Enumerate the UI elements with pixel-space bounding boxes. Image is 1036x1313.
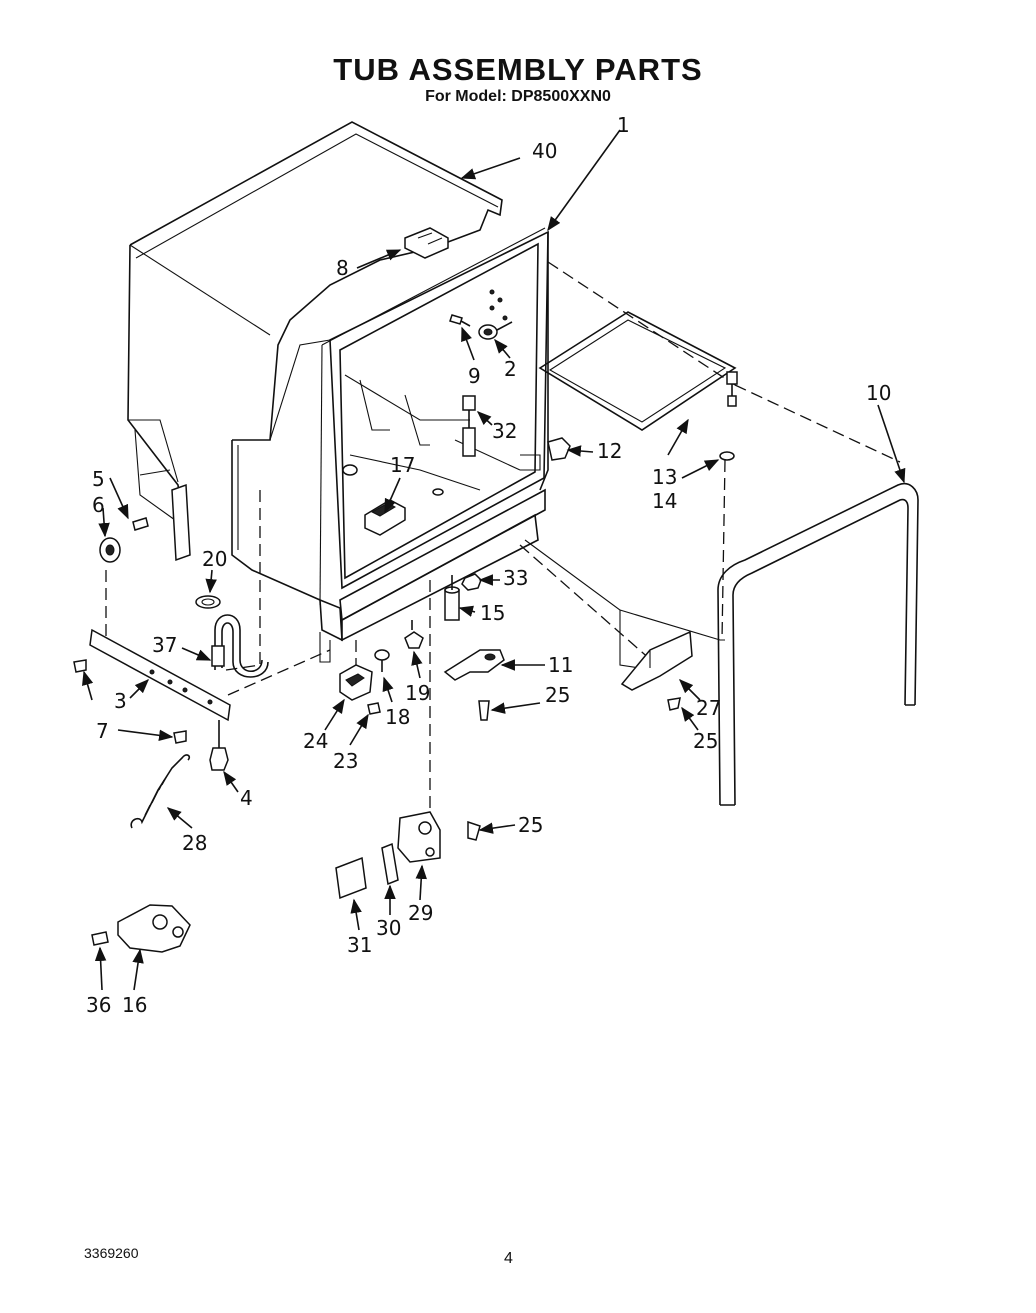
part-28-spring	[130, 754, 191, 829]
hinge-bracket	[171, 483, 191, 562]
part-3-rail	[89, 628, 231, 722]
callout-18: 18	[385, 705, 410, 729]
part-27-bracket	[620, 630, 693, 691]
part-31-cover	[335, 856, 367, 900]
guide-lines	[105, 261, 901, 830]
part-23-screw	[367, 702, 381, 715]
callout-30: 30	[376, 916, 401, 940]
part-20-clamp	[195, 595, 221, 609]
callout-7-lower: 7	[96, 719, 109, 743]
callout-labels: 40 1 8 9 2 32 12 13 14 10 17 33 15 11 25…	[86, 113, 891, 1017]
part-33-nut	[461, 573, 482, 591]
tub-body	[127, 121, 725, 669]
part-2	[478, 321, 513, 340]
callout-28: 28	[182, 831, 207, 855]
part-12-clip	[547, 437, 571, 461]
part-32	[462, 395, 476, 457]
part-11-bracket	[443, 649, 505, 681]
part-5-screw	[132, 517, 149, 531]
callout-24: 24	[303, 729, 328, 753]
callout-15: 15	[480, 601, 505, 625]
callout-19: 19	[405, 681, 430, 705]
callout-17: 17	[390, 453, 415, 477]
callout-40: 40	[532, 139, 557, 163]
callout-3: 3	[114, 689, 127, 713]
callout-14: 14	[652, 489, 677, 513]
part-37-hose	[211, 614, 269, 678]
callout-36: 36	[86, 993, 111, 1017]
document-number: 3369260	[84, 1245, 139, 1261]
callout-4: 4	[240, 786, 253, 810]
callout-33: 33	[503, 566, 528, 590]
callout-8: 8	[336, 256, 349, 280]
part-6-wheel	[99, 537, 121, 563]
callout-16: 16	[122, 993, 147, 1017]
part-29-valve	[397, 811, 441, 863]
callout-25-middle: 25	[518, 813, 543, 837]
part-30	[381, 842, 399, 886]
callout-10: 10	[866, 381, 891, 405]
part-14-washer	[719, 451, 735, 461]
part-8-bracket	[404, 227, 449, 259]
callout-27: 27	[696, 696, 721, 720]
part-24-switch	[339, 664, 373, 701]
callout-37: 37	[152, 633, 177, 657]
model-subtitle: For Model: DP8500XXN0	[425, 88, 611, 105]
part-13-frame	[538, 311, 738, 461]
part-4-foot	[209, 720, 229, 771]
callout-32: 32	[492, 419, 517, 443]
callout-20: 20	[202, 547, 227, 571]
callout-13: 13	[652, 465, 677, 489]
callout-31: 31	[347, 933, 372, 957]
callout-25-top: 25	[545, 683, 570, 707]
callout-25-right: 25	[693, 729, 718, 753]
callout-29: 29	[408, 901, 433, 925]
callout-1: 1	[617, 113, 630, 137]
part-7-screws	[73, 659, 187, 744]
callout-5: 5	[92, 467, 105, 491]
part-15-spacer	[444, 575, 460, 621]
callout-2: 2	[504, 357, 517, 381]
callout-23: 23	[333, 749, 358, 773]
leader-arrows	[82, 129, 906, 991]
callout-6: 6	[92, 493, 105, 517]
part-10-gasket	[717, 482, 919, 806]
page-number: 4	[504, 1250, 513, 1267]
page-title: TUB ASSEMBLY PARTS	[333, 52, 703, 87]
callout-9: 9	[468, 364, 481, 388]
part-18	[374, 649, 390, 672]
callout-11: 11	[548, 653, 573, 677]
part-9-screw	[449, 314, 471, 327]
part-19	[404, 620, 424, 649]
part-25-screws	[467, 697, 681, 841]
part-16-bracket	[91, 904, 191, 953]
callout-12: 12	[597, 439, 622, 463]
